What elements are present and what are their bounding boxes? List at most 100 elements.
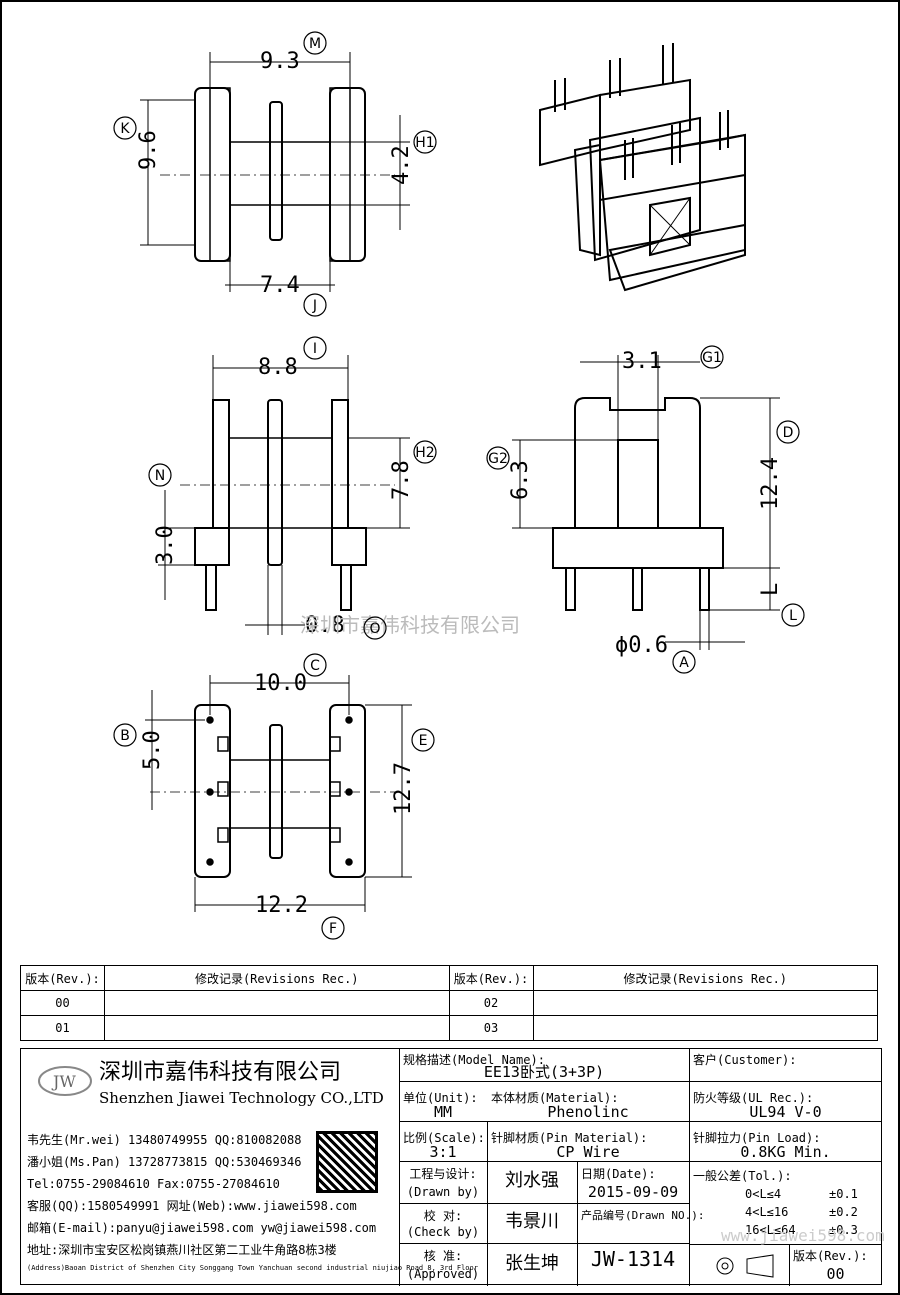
dim-bot-c: 10.0: [254, 671, 307, 696]
contact-line: 地址:深圳市宝安区松岗镇燕川社区第二工业牛角路8栋3楼: [27, 1243, 337, 1257]
pin-label: 针脚材质(Pin Material):: [491, 1131, 648, 1145]
rec-cell: [532, 1015, 878, 1041]
title-block: JW 深圳市嘉伟科技有限公司 Shenzhen Jiawei Technolog…: [20, 1048, 885, 1286]
marker-h1-label: H1: [415, 135, 434, 151]
contact-line: 韦先生(Mr.wei) 13480749955 QQ:810082088: [27, 1133, 302, 1147]
tol-range: 16<L≤64: [745, 1223, 796, 1237]
rec-cell: [104, 1015, 450, 1041]
dim-top-h1: 4.2: [389, 145, 414, 185]
rec-header-1: 修改记录(Revisions Rec.): [104, 965, 450, 991]
dim-side-i: 8.8: [258, 355, 298, 380]
dim-top-m: 9.3: [260, 49, 300, 74]
dim-bot-f: 12.2: [255, 893, 308, 918]
material-value: Phenolinc: [547, 1103, 629, 1121]
company-name-cn: 深圳市嘉伟科技有限公司: [99, 1060, 342, 1085]
dim-side-h2: 7.8: [389, 460, 414, 500]
rev-value: 00: [826, 1265, 845, 1283]
rev-cell: 00: [20, 990, 105, 1016]
marker-h1: [413, 130, 437, 154]
marker-a-label: A: [679, 655, 689, 671]
contact-line: (Address)Baoan District of Shenzhen City…: [27, 1264, 478, 1272]
marker-o: [363, 616, 387, 640]
check-label-en: (Check by): [406, 1225, 480, 1239]
rec-header-2: 修改记录(Revisions Rec.): [532, 965, 878, 991]
company-name-en: Shenzhen Jiawei Technology CO.,LTD: [99, 1089, 384, 1107]
load-label: 针脚拉力(Pin Load):: [693, 1131, 821, 1145]
rev-header-1: 版本(Rev.):: [20, 965, 105, 991]
marker-f: [321, 916, 345, 940]
rev-cell: 01: [20, 1015, 105, 1041]
dim-front-g1: 3.1: [622, 349, 662, 374]
customer-label: 客户(Customer):: [693, 1053, 797, 1067]
marker-j: [303, 293, 327, 317]
marker-d: [776, 420, 800, 444]
dim-side-o: 0.8: [305, 613, 345, 638]
dim-bot-b: 5.0: [140, 730, 165, 770]
date-value: 2015-09-09: [587, 1183, 679, 1201]
marker-l: [781, 603, 805, 627]
marker-a: [672, 650, 696, 674]
rev-header-2: 版本(Rev.):: [448, 965, 534, 991]
tol-value: ±0.1: [829, 1187, 858, 1201]
marker-e-label: E: [419, 733, 428, 749]
dim-top-k: 9.6: [136, 130, 161, 170]
material-label: 本体材质(Material):: [491, 1091, 619, 1105]
marker-o-label: O: [369, 621, 380, 637]
marker-k-label: K: [120, 121, 130, 137]
contact-line: Tel:0755-29084610 Fax:0755-27084610: [27, 1177, 280, 1191]
tol-range: 4<L≤16: [745, 1205, 789, 1219]
top-view: [140, 52, 410, 292]
projection-symbol-icon: [711, 1253, 781, 1279]
company-logo: JW: [35, 1061, 95, 1101]
marker-b: [113, 723, 137, 747]
rev-cell: 02: [448, 990, 534, 1016]
rec-cell: [532, 990, 878, 1016]
drawn-label: 工程与设计:: [409, 1167, 477, 1181]
scale-label: 比例(Scale):: [403, 1131, 485, 1145]
dim-front-l: L: [758, 583, 783, 596]
marker-m-label: M: [309, 36, 321, 52]
front-view: [512, 355, 780, 650]
logo-text: JW: [51, 1072, 76, 1091]
check-value: 韦景川: [505, 1211, 559, 1232]
marker-h2-label: H2: [415, 445, 434, 461]
side-view: [158, 355, 410, 635]
qr-code: [316, 1131, 378, 1193]
unit-value: MM: [433, 1103, 453, 1121]
pin-value: CP Wire: [556, 1143, 620, 1161]
marker-k: [113, 116, 137, 140]
model-value: EE13卧式(3+3P): [483, 1063, 605, 1081]
dim-front-a: ϕ0.6: [615, 633, 668, 658]
marker-l-label: L: [789, 608, 797, 624]
load-value: 0.8KG Min.: [740, 1143, 831, 1161]
marker-n: [148, 463, 172, 487]
approved-label-en: (Approved): [406, 1267, 480, 1281]
marker-b-label: B: [120, 728, 130, 744]
dim-front-d: 12.4: [758, 457, 783, 510]
drawn-value: 刘水强: [505, 1170, 559, 1191]
marker-e: [411, 728, 435, 752]
contact-line: 潘小姐(Ms.Pan) 13728773815 QQ:530469346: [27, 1155, 302, 1169]
rev-cell: 03: [448, 1015, 534, 1041]
ul-label: 防火等级(UL Rec.):: [693, 1091, 814, 1105]
watermark-text: 深圳市嘉伟科技有限公司: [300, 613, 520, 637]
marker-f-label: F: [329, 921, 337, 937]
bottom-view: [145, 675, 412, 912]
drawn-label-en: (Drawn by): [406, 1185, 480, 1199]
drawno-value: JW-1314: [590, 1247, 676, 1271]
isometric-view: [539, 43, 746, 292]
revision-table: 版本(Rev.): 修改记录(Revisions Rec.) 版本(Rev.):…: [20, 965, 878, 1041]
tol-value: ±0.3: [829, 1223, 858, 1237]
date-label: 日期(Date):: [581, 1167, 656, 1181]
approved-label: 核 准:: [423, 1249, 463, 1263]
marker-c: [303, 653, 327, 677]
model-label: 规格描述(Model Name):: [403, 1053, 545, 1067]
marker-g2: [486, 446, 510, 470]
tol-value: ±0.2: [829, 1205, 858, 1219]
dim-front-g2: 6.3: [508, 460, 533, 500]
rev-label: 版本(Rev.):: [793, 1249, 868, 1263]
contact-line: 邮箱(E-mail):panyu@jiawei598.com yw@jiawei…: [27, 1221, 377, 1235]
marker-i-label: I: [313, 341, 317, 357]
dim-top-j: 7.4: [260, 273, 300, 298]
